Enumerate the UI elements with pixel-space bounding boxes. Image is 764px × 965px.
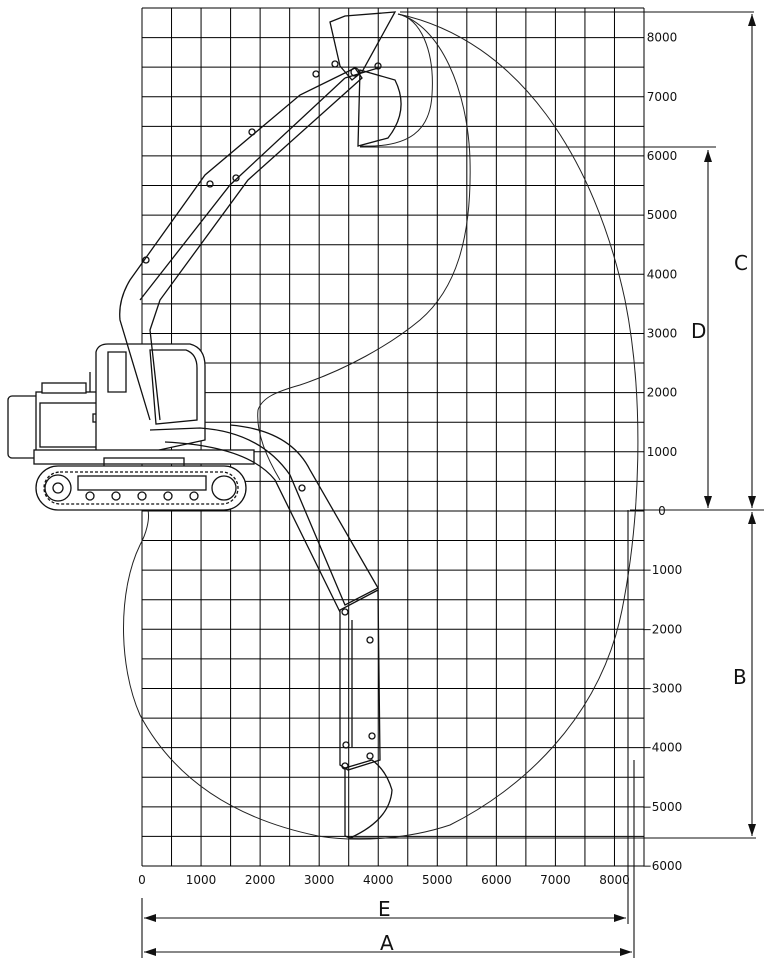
dimension-lines: [141, 11, 764, 958]
track-rollers: [85, 491, 199, 501]
digging-bucket: [344, 759, 393, 839]
y-tick-label: −6000: [642, 859, 683, 873]
digging-boom: [149, 424, 379, 606]
y-axis-labels: 8000 7000 6000 5000 4000 3000 2000 1000 0 −1000 −2…: [642, 31, 683, 873]
x-tick-label: 0: [138, 873, 146, 887]
cab: [95, 343, 206, 453]
track-inner: [43, 471, 239, 505]
raised-arm: [329, 11, 397, 81]
digging-arm: [339, 588, 381, 771]
y-tick-label: 4000: [647, 267, 678, 281]
y-tick-label: −4000: [642, 741, 683, 755]
dimension-E-label: E: [378, 897, 391, 921]
y-tick-label: 7000: [647, 90, 678, 104]
raised-boom-lower-edge: [139, 77, 346, 301]
x-tick-label: 3000: [304, 873, 335, 887]
x-axis-labels: 0 1000 2000 3000 4000 5000 6000 7000 8000: [138, 873, 630, 887]
y-tick-label: 5000: [647, 208, 678, 222]
x-tick-label: 6000: [481, 873, 512, 887]
hood-top-unit: [41, 382, 87, 394]
track-frame: [77, 475, 207, 491]
bucket-tip-arc: [359, 13, 433, 147]
working-envelope: [123, 13, 639, 840]
digging-attachment: [149, 424, 393, 839]
x-tick-label: 2000: [245, 873, 276, 887]
excavator-machine: [7, 343, 255, 511]
dimension-D-label: D: [691, 319, 706, 343]
x-tick-label: 1000: [186, 873, 217, 887]
dimension-C-label: C: [734, 251, 748, 275]
coordinate-grid: [141, 7, 645, 867]
raised-attachment: [119, 11, 402, 421]
digging-pin-joints: [298, 484, 376, 770]
cab-front-window: [149, 349, 198, 425]
dimension-A-label: A: [380, 931, 394, 955]
y-tick-label: −1000: [642, 563, 683, 577]
sprocket-wheel: [44, 474, 72, 502]
y-tick-label: 8000: [647, 31, 678, 45]
digging-boom-lower-edge: [164, 441, 341, 613]
y-tick-label: 6000: [647, 149, 678, 163]
dimension-B-label: B: [733, 665, 747, 689]
raised-bucket: [357, 69, 402, 147]
cab-window: [107, 351, 127, 393]
y-tick-label: −5000: [642, 800, 683, 814]
crawler-track: [35, 465, 247, 511]
idler-wheel: [211, 475, 237, 501]
sprocket-hub: [52, 482, 64, 494]
y-tick-label: 0: [658, 504, 666, 518]
raised-pin-joints: [142, 60, 382, 264]
inner-reach-envelope: [257, 13, 471, 481]
raised-bucket-link: [344, 67, 379, 79]
x-tick-label: 5000: [422, 873, 453, 887]
upper-deck: [33, 449, 255, 465]
y-tick-label: 3000: [647, 326, 678, 340]
y-tick-label: 1000: [647, 445, 678, 459]
x-tick-label: 4000: [363, 873, 394, 887]
outer-reach-envelope: [123, 13, 639, 840]
x-tick-label: 8000: [599, 873, 630, 887]
y-tick-label: 2000: [647, 386, 678, 400]
raised-boom: [119, 67, 363, 421]
y-tick-label: −2000: [642, 622, 683, 636]
x-tick-label: 7000: [540, 873, 571, 887]
y-tick-label: −3000: [642, 681, 683, 695]
